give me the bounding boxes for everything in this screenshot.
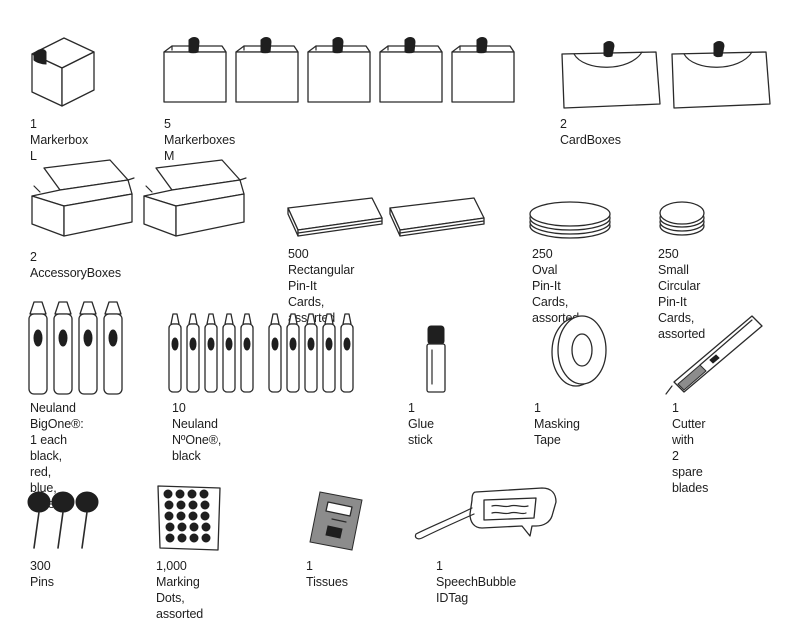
glue-stick-icon — [426, 325, 446, 393]
cutter-icon — [665, 315, 763, 395]
cardboxes-icon — [561, 40, 771, 109]
rect-cards-icon — [287, 197, 485, 237]
markerbox-l-label: 1 Markerbox L — [30, 117, 89, 163]
markerboxes-m-icon — [163, 36, 515, 103]
pins-icon — [27, 491, 99, 549]
tissues-icon — [309, 491, 363, 551]
tape-roll-icon — [551, 315, 607, 387]
idtag-label: 1 SpeechBubble IDTag — [436, 559, 517, 605]
markerboxes-m-label: 5 Markerboxes M — [164, 117, 236, 163]
accessoryboxes-label: 2 AccessoryBoxes — [30, 250, 121, 280]
circ-cards-icon — [659, 201, 705, 236]
circ-cards-label: 250 Small Circular Pin-It Cards, assorte… — [658, 247, 706, 341]
marking-dots-icon — [157, 485, 221, 551]
cardboxes-label: 2 CardBoxes — [560, 117, 621, 147]
markerbox-l-icon — [31, 37, 95, 107]
bigone-markers-icon — [28, 301, 123, 395]
accessoryboxes-icon — [31, 159, 247, 237]
glue-label: 1 Glue stick — [408, 401, 435, 447]
cutter-label: 1 Cutter with 2 spare blades — [672, 401, 709, 495]
oval-cards-icon — [529, 201, 611, 239]
tissues-label: 1 Tissues — [306, 559, 348, 589]
nqone-markers-icon — [168, 313, 354, 393]
id-tag-icon — [414, 487, 557, 540]
tape-label: 1 Masking Tape — [534, 401, 580, 447]
dots-label: 1,000 Marking Dots, assorted — [156, 559, 204, 621]
nqone-label: 10 Neuland NºOne®, black — [172, 401, 222, 463]
pins-label: 300 Pins — [30, 559, 54, 589]
